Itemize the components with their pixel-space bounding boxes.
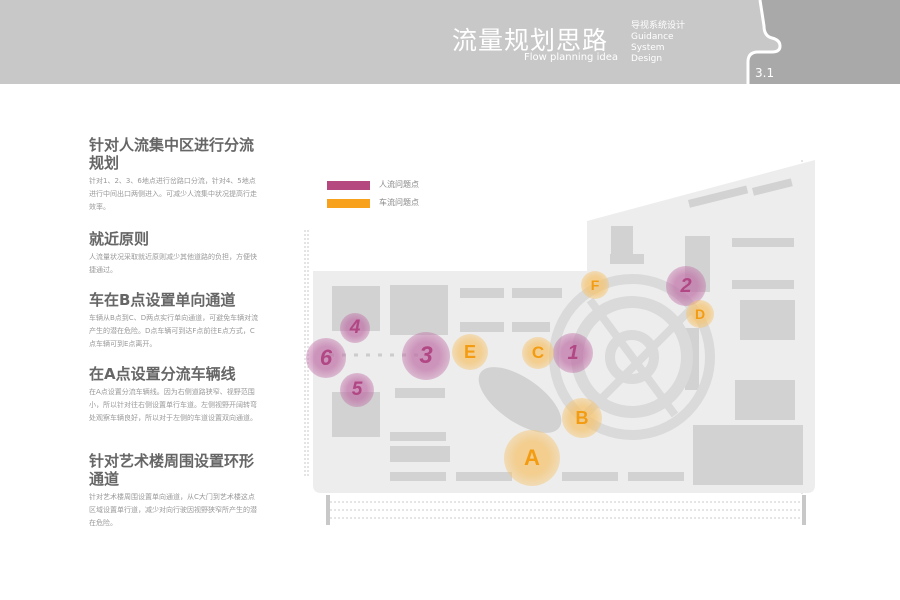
section-point-b: 车在B点设置单向通道 车辆从B点到C、D两点实行单向通道，可避免车辆对流产生的潜… bbox=[89, 291, 261, 351]
section-body: 针对艺术楼周围设置单向通道，从C大门到艺术楼这点区域设置单行道，减少对向行驶因视… bbox=[89, 493, 257, 527]
vehicle-marker-d[interactable]: D bbox=[686, 300, 714, 328]
section-art-building: 针对艺术楼周围设置环形通道 针对艺术楼周围设置单向通道，从C大门到艺术楼这点区域… bbox=[89, 452, 261, 530]
section-proximity: 就近原则 人流量状况采取就近原则减少其他道路的负担，方便快捷通过。 bbox=[89, 230, 261, 277]
vehicle-marker-f[interactable]: F bbox=[581, 271, 609, 299]
series-label-cn: 导视系统设计 bbox=[631, 21, 686, 31]
people-marker-4[interactable]: 4 bbox=[340, 313, 370, 343]
vehicle-marker-a[interactable]: A bbox=[504, 430, 560, 486]
section-people-flow: 针对人流集中区进行分流规划 针对1、2、3、6地点进行岔路口分流，针对4、5地点… bbox=[89, 136, 261, 214]
vehicle-marker-b[interactable]: B bbox=[562, 398, 602, 438]
section-point-a: 在A点设置分流车辆线 在A点设置分流车辆线。因为右侧道路狭窄、视野范围小，所以针… bbox=[89, 365, 261, 425]
people-marker-2[interactable]: 2 bbox=[666, 266, 706, 306]
legend-swatch-vehicle bbox=[327, 199, 370, 208]
series-label-en: Guidance bbox=[631, 32, 674, 42]
page-title: 流量规划思路 bbox=[452, 26, 609, 55]
section-body: 在A点设置分流车辆线。因为右侧道路狭窄、视野范围小，所以针对往右侧设置单行车道。… bbox=[89, 388, 257, 422]
series-label-en: System bbox=[631, 43, 665, 53]
legend-swatch-people bbox=[327, 181, 370, 190]
people-marker-1[interactable]: 1 bbox=[553, 333, 593, 373]
section-heading: 在A点设置分流车辆线 bbox=[89, 365, 236, 383]
section-heading: 针对艺术楼周围设置环形通道 bbox=[89, 452, 255, 488]
section-body: 人流量状况采取就近原则减少其他道路的负担，方便快捷通过。 bbox=[89, 253, 257, 274]
page-header: 流量规划思路 Flow planning idea 导视系统设计 Guidanc… bbox=[0, 0, 900, 84]
people-marker-3[interactable]: 3 bbox=[402, 332, 450, 380]
vehicle-marker-c[interactable]: C bbox=[522, 337, 554, 369]
section-heading: 就近原则 bbox=[89, 230, 150, 248]
legend-label-people: 人流问题点 bbox=[379, 180, 419, 189]
legend-label-vehicle: 车流问题点 bbox=[379, 198, 419, 207]
vehicle-marker-e[interactable]: E bbox=[452, 334, 488, 370]
page-subtitle: Flow planning idea bbox=[524, 52, 618, 63]
header-tab-shape bbox=[746, 0, 900, 84]
series-label-en: Design bbox=[631, 54, 663, 64]
people-marker-6[interactable]: 6 bbox=[306, 338, 346, 378]
section-heading: 车在B点设置单向通道 bbox=[89, 291, 236, 309]
people-marker-5[interactable]: 5 bbox=[340, 373, 374, 407]
page-number: 3.1 bbox=[755, 66, 775, 80]
section-body: 针对1、2、3、6地点进行岔路口分流，针对4、5地点进行中间出口两侧进入。可减少… bbox=[89, 177, 257, 211]
section-heading: 针对人流集中区进行分流规划 bbox=[89, 136, 255, 172]
series-label: 导视系统设计 Guidance System Design bbox=[631, 21, 685, 65]
section-body: 车辆从B点到C、D两点实行单向通道，可避免车辆对流产生的潜在危险。D点车辆可到达… bbox=[89, 314, 259, 348]
